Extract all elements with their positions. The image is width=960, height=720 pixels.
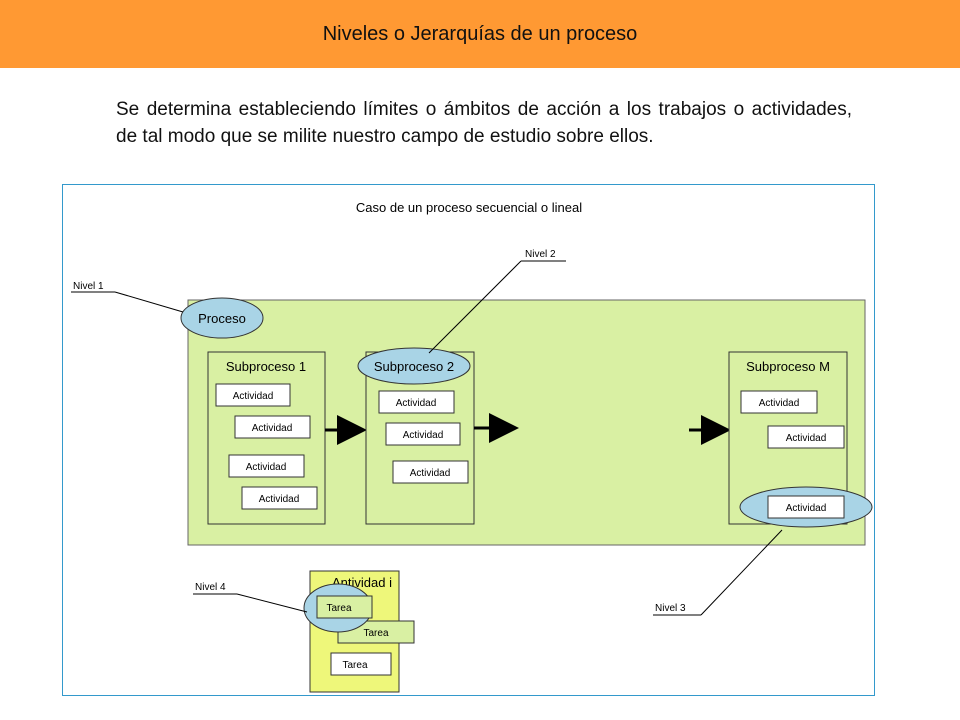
level-2-label: Nivel 2 — [525, 249, 556, 260]
activity-label: Actividad — [403, 430, 444, 441]
activity-box — [378, 390, 455, 414]
intro-paragraph: Se determina estableciendo límites o ámb… — [116, 99, 852, 147]
subprocess-1-label: Subproceso 1 — [226, 359, 306, 374]
diagram-title: Caso de un proceso secuencial o lineal — [356, 200, 582, 215]
activity-box — [740, 390, 818, 414]
activity-box — [385, 422, 461, 446]
subprocess-2-label: Subproceso 2 — [374, 359, 454, 374]
activity-label: Actividad — [396, 398, 437, 409]
activity-label: Actividad — [259, 494, 300, 505]
activity-box — [234, 415, 311, 439]
activity-label: Actividad — [233, 391, 274, 402]
level-4-leader-line — [236, 593, 308, 613]
activity-label: Actividad — [252, 423, 293, 434]
level-4-label: Nivel 4 — [195, 582, 226, 593]
level-1-label: Nivel 1 — [73, 281, 104, 292]
level-3-leader-line — [700, 529, 783, 616]
task-label: Tarea — [342, 660, 367, 671]
task-label: Tarea — [363, 628, 388, 639]
subprocess-m-label: Subproceso M — [746, 359, 830, 374]
process-label: Proceso — [198, 311, 246, 326]
task-box — [330, 652, 392, 676]
activity-label: Actividad — [759, 398, 800, 409]
activity-label: Actividad — [786, 433, 827, 444]
activity-box — [767, 495, 845, 519]
level-1-leader-line — [114, 291, 184, 313]
process-levels-diagram: Caso de un proceso secuencial o lineal S… — [62, 184, 875, 696]
level-3-label: Nivel 3 — [655, 603, 686, 614]
activity-box — [767, 425, 845, 449]
activity-box — [241, 486, 318, 510]
task-label: Tarea — [326, 603, 351, 614]
diagram-canvas: Caso de un proceso secuencial o lineal S… — [71, 200, 873, 693]
page-title: Niveles o Jerarquías de un proceso — [322, 23, 638, 45]
activity-label: Actividad — [410, 468, 451, 479]
level-2-highlight — [357, 347, 471, 385]
activity-label: Actividad — [786, 503, 827, 514]
activity-box — [228, 454, 305, 478]
activity-box — [392, 460, 469, 484]
level-2-leader-line — [428, 260, 522, 354]
task-box — [316, 595, 373, 619]
level-1-highlight — [180, 297, 264, 339]
header-banner — [0, 0, 960, 68]
activity-label: Actividad — [246, 462, 287, 473]
activity-box — [215, 383, 291, 407]
